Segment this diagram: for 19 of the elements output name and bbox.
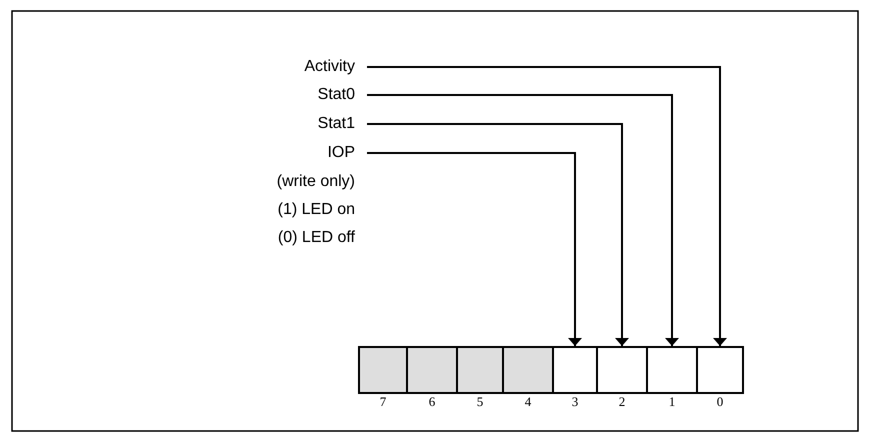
signal-label: Activity [304, 58, 355, 75]
note-text: (1) LED on [278, 201, 355, 219]
bit-number: 5 [476, 394, 484, 409]
arrow [367, 123, 629, 346]
note-text: (0) LED off [278, 229, 355, 247]
note-text: (write only) [276, 173, 355, 191]
arrow [367, 66, 727, 346]
signal-label: Stat0 [318, 86, 355, 103]
bit-number: 4 [524, 394, 532, 409]
arrow [367, 152, 582, 346]
signal-label: IOP [327, 144, 355, 161]
bit-number: 7 [378, 394, 388, 409]
bit-number: 1 [668, 394, 676, 409]
bit-number: 6 [428, 394, 436, 409]
arrow [367, 94, 679, 346]
bit-number: 2 [618, 394, 626, 409]
signal-label: Stat1 [318, 115, 355, 132]
bit-number: 0 [716, 394, 724, 409]
bit-number: 3 [570, 394, 580, 409]
